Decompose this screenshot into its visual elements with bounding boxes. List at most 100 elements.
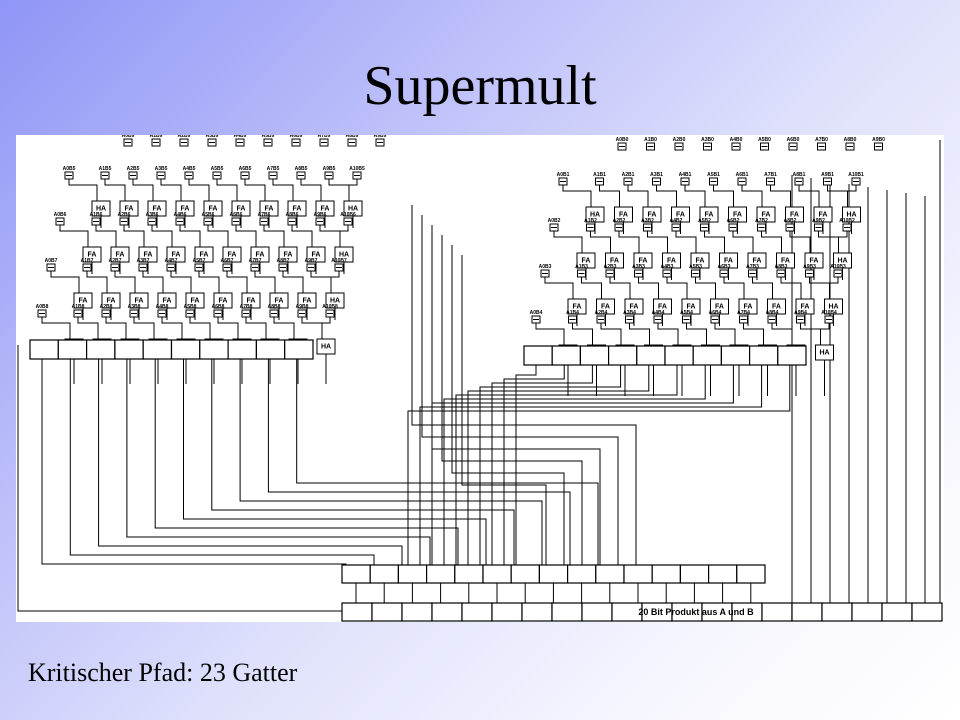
right-top-9-label: A9B0 — [872, 137, 885, 143]
right-r1-gate-3-label: FA — [667, 258, 676, 265]
right-r1-gate-9-box — [833, 252, 852, 269]
left-r0-lead-3 — [160, 179, 182, 201]
right-r1-gate-6-box — [747, 252, 767, 269]
left-r0-lead-7 — [272, 179, 294, 201]
right-r1-gate-0-label: FA — [582, 258, 591, 265]
left-r1-gate-5-box — [222, 246, 242, 263]
left-top-3-label: A3B9 — [206, 135, 219, 139]
right-r0-in-5-label: A5B1 — [707, 172, 720, 178]
right-r0-gate-4-box — [699, 206, 719, 223]
right-route-5 — [455, 365, 678, 565]
left-r0-gate-3-box — [175, 200, 195, 217]
left-r1-gate-3-label: FA — [172, 252, 181, 259]
left-r0-gate-8-box — [315, 200, 335, 217]
right-r1-in-0-label: A0B2 — [548, 218, 561, 224]
left-r1-gate-2-label: FA — [144, 252, 153, 259]
left-top-8-label: A8B9 — [346, 135, 359, 139]
right-r0-in-4-label: A4B1 — [679, 172, 692, 178]
right-r1-gate-3-box — [662, 252, 681, 269]
right-r1-lead-5 — [704, 231, 725, 253]
right-r1-in-10-label: A10B2 — [839, 218, 855, 224]
right-r0-gate-0-label: HA — [590, 212, 600, 219]
left-r1-lead-6 — [235, 225, 257, 247]
right-r2-in-3-label: A3B3 — [632, 264, 645, 270]
right-register-cell-6 — [692, 345, 723, 366]
left-r0-lead-8 — [300, 179, 322, 201]
right-r1-lead-8 — [789, 231, 811, 253]
right-r2-gate-9-label: HA — [828, 304, 838, 311]
right-r2-gate-4-box — [681, 298, 701, 315]
product-register-cell-14 — [761, 602, 793, 622]
right-r2-in-7-label: A7B3 — [746, 264, 759, 270]
bottom-adder-register-cell-4 — [454, 564, 484, 584]
right-r0-lead-6 — [741, 185, 763, 207]
left-r0-in-3-label: A3B5 — [155, 166, 168, 172]
right-r3-gate-9-box — [815, 344, 834, 361]
right-register-cell-9 — [777, 345, 807, 366]
left-r0-gate-6-box — [259, 200, 279, 217]
right-r0-gate-8-box — [813, 206, 833, 223]
left-r0-in-9-label: A9B5 — [323, 166, 336, 172]
right-r1-gate-2-label: FA — [639, 258, 648, 265]
right-r2-gate-2-label: FA — [630, 304, 639, 311]
left-r0-lead-5 — [216, 179, 238, 201]
left-r2-gate-6-label: FA — [247, 298, 256, 305]
left-r3-in-3-label: A3B8 — [128, 304, 141, 310]
left-r0-gate-5-label: FA — [237, 206, 246, 213]
right-r0-in-10-label: A10B1 — [848, 172, 864, 178]
left-register-cell-8 — [255, 339, 286, 360]
right-route-3 — [479, 365, 622, 565]
right-r1-lead-9 — [818, 231, 839, 253]
left-route-8 — [267, 359, 571, 565]
left-r2-lead-5 — [198, 271, 220, 293]
right-r0-in-1-label: A1B1 — [593, 172, 606, 178]
left-r3-in-7-label: A7B8 — [240, 304, 253, 310]
left-r2-in-8-label: A8B7 — [277, 258, 290, 264]
left-r2-gate-8-label: FA — [303, 298, 312, 305]
left-r1-in-8-label: A8B6 — [286, 212, 299, 218]
left-register-cell-1 — [57, 339, 88, 360]
mid-route-1 — [421, 215, 619, 565]
left-top-2-label: A2B9 — [178, 135, 191, 139]
left-r1-in-9-label: A9B6 — [314, 212, 327, 218]
right-r2-in-5-label: A5B3 — [689, 264, 702, 270]
left-r0-lead-9 — [328, 179, 350, 201]
left-r2-gate-4-label: FA — [191, 298, 200, 305]
right-register-cell-0 — [523, 345, 553, 366]
left-r1-lead-8 — [291, 225, 313, 247]
product-register-cell-18 — [881, 602, 913, 622]
left-r2-gate-8-box — [297, 292, 317, 309]
right-r0-gate-2-label: FA — [648, 212, 657, 219]
right-r3-lead-0 — [535, 323, 565, 345]
right-r0-gate-9-box — [842, 206, 861, 223]
left-r1-gate-4-box — [194, 246, 214, 263]
right-r0-lead-8 — [798, 185, 820, 207]
right-r3-lead-8 — [771, 323, 793, 345]
right-r0-gate-5-box — [728, 206, 747, 223]
right-route-6 — [443, 365, 706, 565]
product-label: 20 Bit Produkt aus A und B — [638, 607, 754, 617]
right-r3-in-0-label: A0B4 — [530, 310, 543, 316]
right-register-cell-1 — [551, 345, 582, 366]
left-r0-gate-6-label: FA — [265, 206, 274, 213]
right-r2-gate-0-label: FA — [573, 304, 582, 311]
product-register-cell-2 — [401, 602, 433, 622]
right-r1-gate-7-label: FA — [781, 258, 790, 265]
right-r2-in-9-label: A9B3 — [803, 264, 816, 270]
right-r0-in-8-label: A8B1 — [793, 172, 806, 178]
left-r1-gate-7-label: FA — [284, 252, 293, 259]
right-r2-in-0-label: A0B3 — [539, 264, 552, 270]
left-r0-in-5-label: A5B5 — [211, 166, 224, 172]
left-r0-gate-4-box — [203, 200, 223, 217]
left-r0-gate-4-label: FA — [209, 206, 218, 213]
left-register-cell-7 — [227, 339, 258, 360]
right-r1-lead-1 — [590, 231, 611, 253]
product-register-cell-16 — [821, 602, 853, 622]
right-r0-gate-4-label: FA — [705, 212, 714, 219]
left-r1-lead-9 — [319, 225, 341, 247]
right-r2-lead-9 — [809, 277, 830, 299]
left-r2-gate-1-label: FA — [107, 298, 116, 305]
right-r0-in-7-label: A7B1 — [764, 172, 777, 178]
left-register-cell-2 — [85, 339, 116, 360]
mid-route-3 — [441, 235, 583, 565]
